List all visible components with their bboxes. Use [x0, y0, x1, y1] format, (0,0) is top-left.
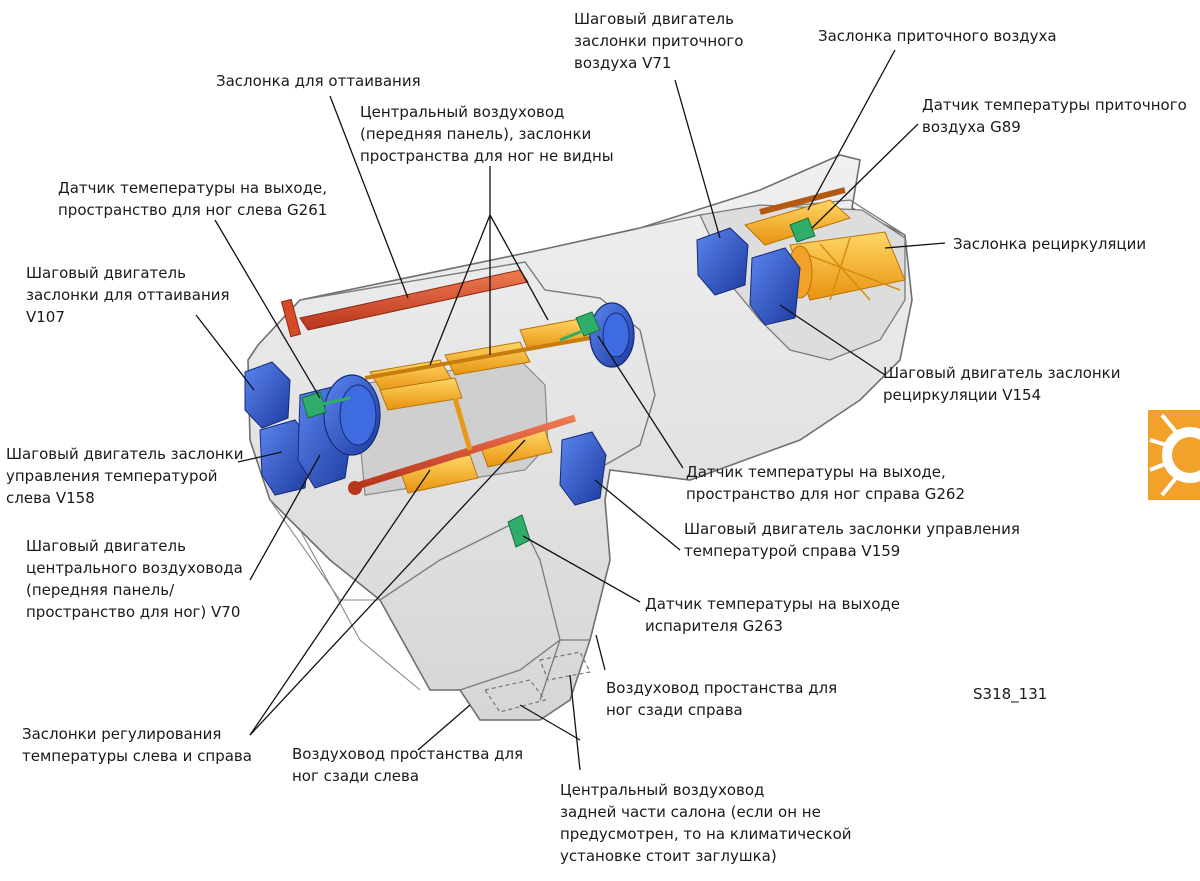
label-rear-left-duct: Воздуховод простанства для ног сзади сле… [292, 745, 524, 785]
motor-v159-part [559, 431, 607, 506]
label-motor-v159: Шаговый двигатель заслонки управления те… [684, 520, 1020, 560]
label-fresh-air-flap: Заслонка приточного воздуха [818, 27, 1057, 45]
motor-v158-part [259, 419, 311, 496]
label-recirculation-flap: Заслонка рециркуляции [953, 235, 1147, 253]
label-motor-v158: Шаговый двигатель заслонки управления те… [6, 445, 244, 507]
label-sensor-g262: Датчик температуры на выходе, пространст… [686, 463, 965, 503]
temperature-flaps [348, 397, 577, 495]
label-motor-v71: Шаговый двигатель заслонки приточного во… [574, 10, 744, 72]
leader-lines [195, 49, 946, 771]
label-rear-central-duct: Центральный воздуховод задней части сало… [560, 781, 852, 865]
label-sensor-g89: Датчик температуры приточного воздуха G8… [922, 96, 1187, 136]
motor-right-round-part [589, 302, 635, 368]
central-duct-flaps [364, 317, 593, 411]
sensor-g89-part [789, 217, 816, 243]
label-defrost-flap: Заслонка для оттаивания [216, 72, 421, 90]
label-sensor-g263: Датчик температуры на выходе испарителя … [645, 595, 900, 635]
label-rear-right-duct: Воздуховод простанства для ног сзади спр… [606, 679, 838, 719]
sensor-g262-part [559, 311, 601, 342]
label-central-duct: Центральный воздуховод (передняя панель)… [360, 103, 614, 165]
motor-v154-part [749, 247, 801, 326]
label-sensor-g261: Датчик темепературы на выходе, пространс… [58, 179, 328, 219]
label-motor-v70: Шаговый двигатель центрального воздухово… [26, 537, 243, 621]
label-motor-v107: Шаговый двигатель заслонки для оттаивани… [26, 264, 230, 326]
figure-reference: S318_131 [973, 685, 1048, 703]
defrost-flap-part [280, 269, 529, 338]
motor-v107-part [244, 361, 291, 429]
label-motor-v154: Шаговый двигатель заслонки рециркуляции … [883, 364, 1121, 404]
sensor-g261-part [301, 391, 351, 419]
label-temperature-flaps: Заслонки регулирования температуры слева… [22, 725, 252, 765]
motor-v71-part [696, 227, 749, 296]
sun-logo-icon [1148, 410, 1200, 500]
